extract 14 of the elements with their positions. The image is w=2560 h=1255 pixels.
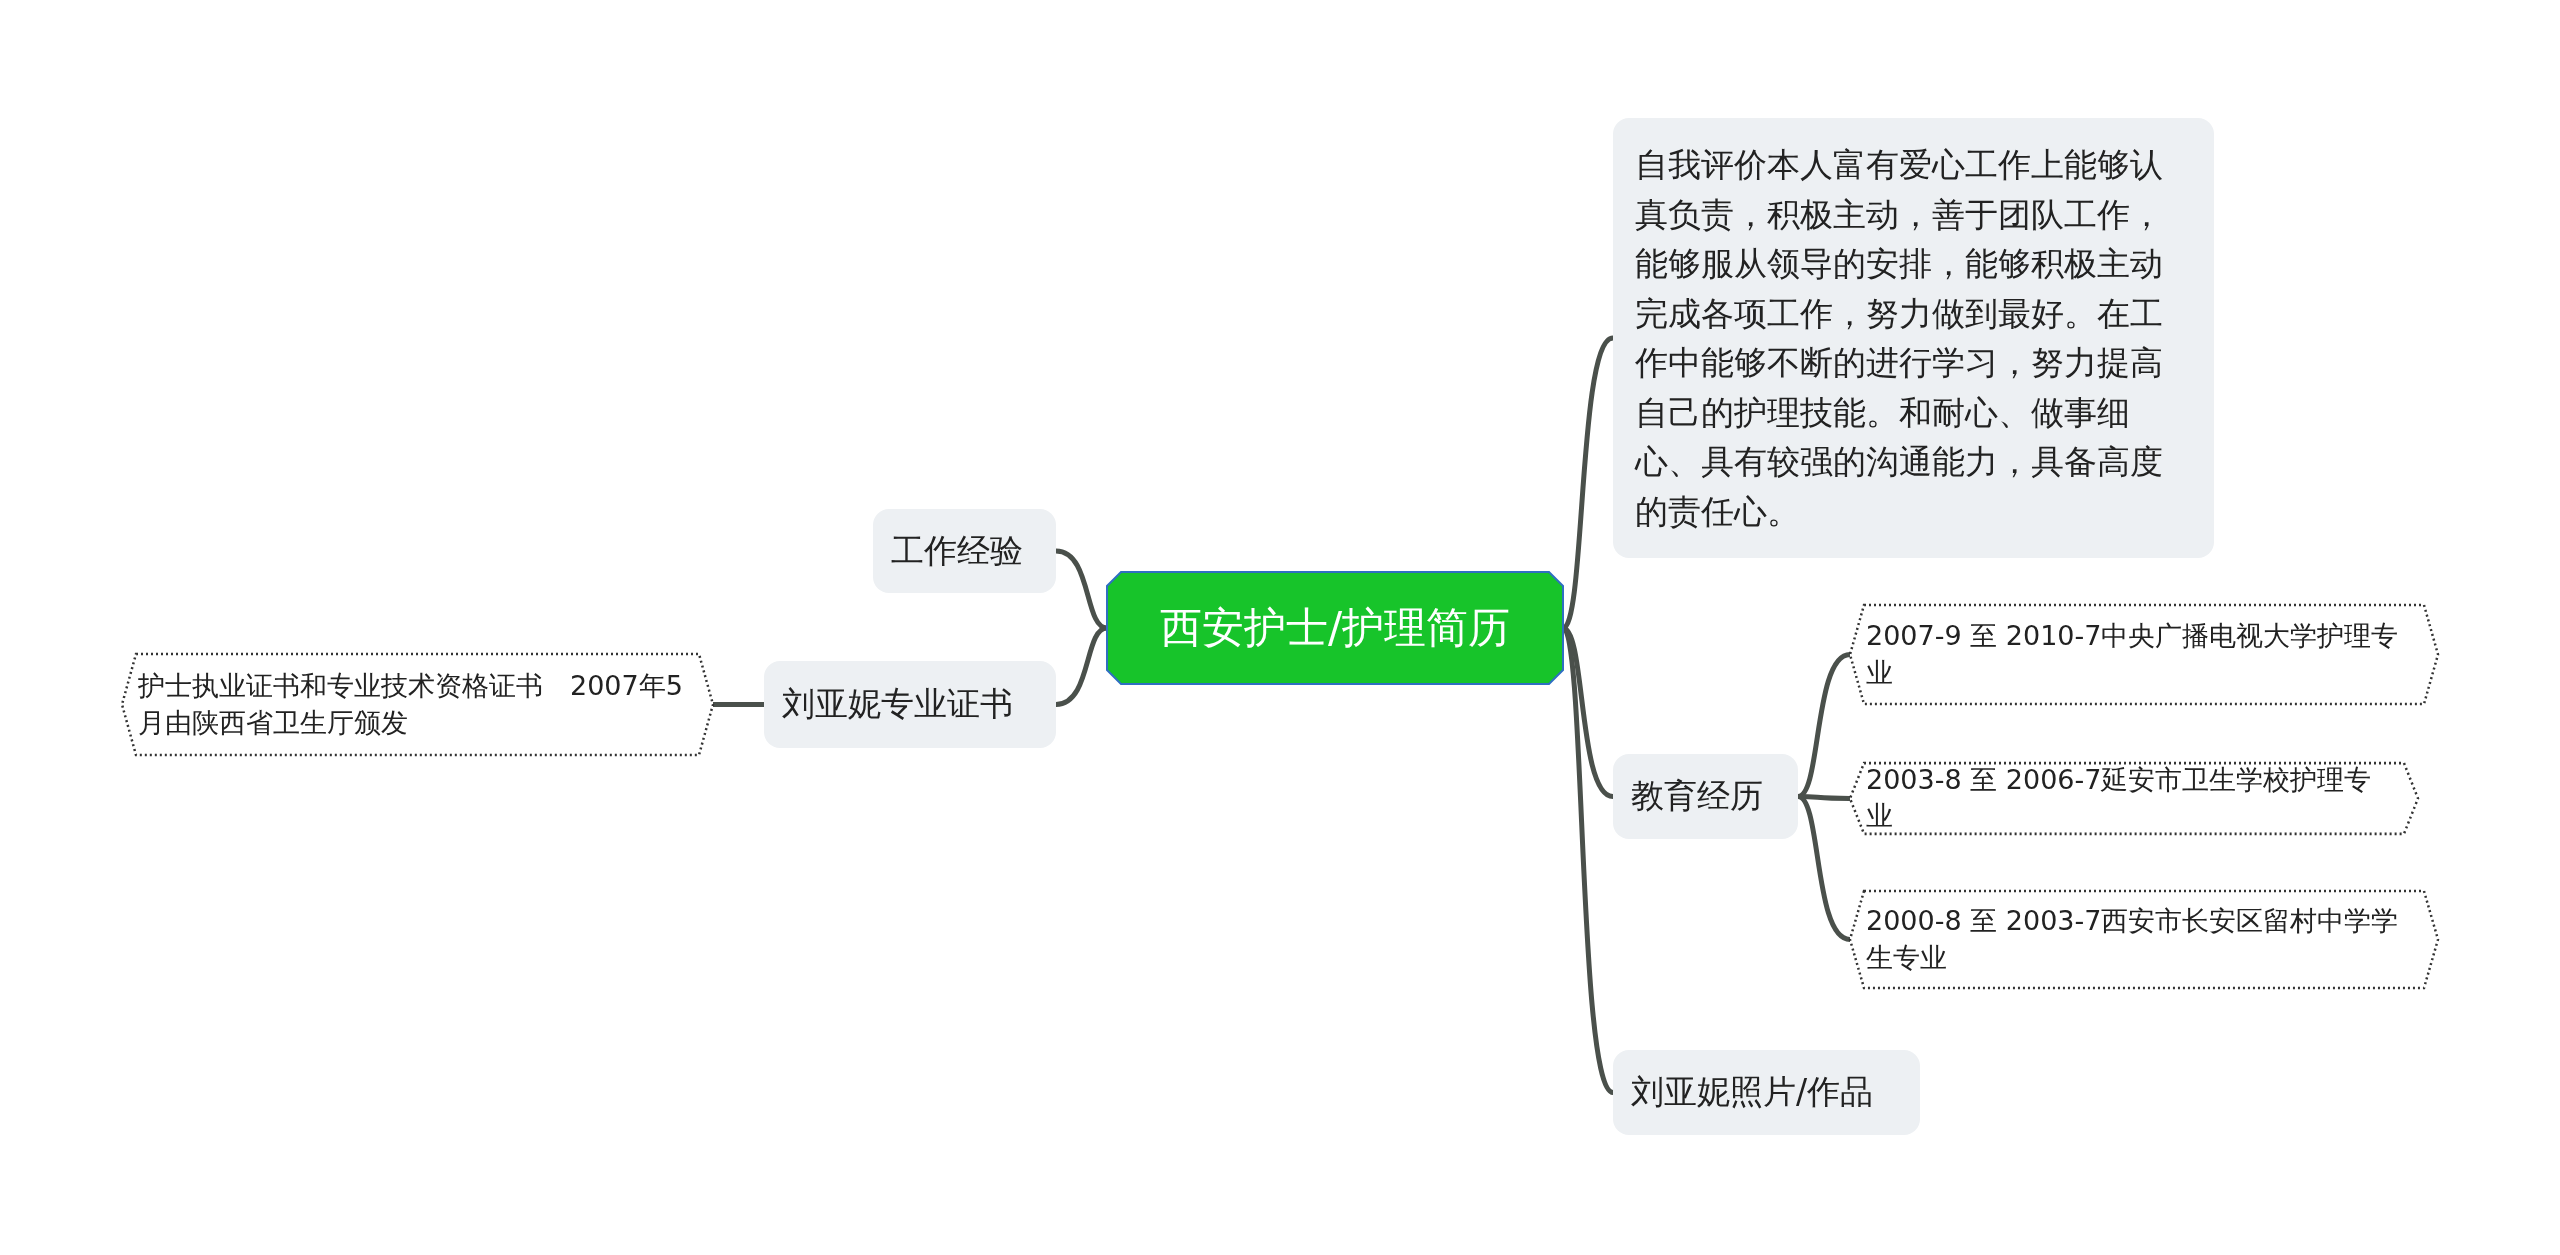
connector-line [713, 702, 764, 707]
subtopic-box: 2003-8 至 2006-7延安市卫生学校护理专业 [1850, 762, 2418, 835]
topic-box: 刘亚妮照片/作品 [1613, 1050, 1920, 1135]
text-box: 自我评价本人富有爱心工作上能够认真负责，积极主动，善于团队工作，能够服从领导的安排，能够积极主动完成各项工作，努力做到最好。在工作中能够不断的进行学习，努力提高自己的护理技能。和耐心、做事细心、具有较强的沟通能力，具备高度的责任心。 [1613, 118, 2214, 558]
central-topic-box: 西安护士/护理简历 [1107, 572, 1563, 684]
connector-line [1055, 625, 1108, 707]
connector-line [1055, 548, 1108, 631]
subtopic-box: 2000-8 至 2003-7西安市长安区留村中学学生专业 [1850, 890, 2438, 989]
connector-line [1561, 335, 1615, 630]
topic-box: 工作经验 [873, 509, 1056, 593]
subtopic-box: 护士执业证书和专业技术资格证书 2007年5月由陕西省卫生厅颁发 [122, 653, 713, 756]
topic-box: 教育经历 [1613, 754, 1798, 839]
topic-box: 刘亚妮专业证书 [764, 661, 1056, 748]
subtopic-box: 2007-9 至 2010-7中央广播电视大学护理专业 [1850, 604, 2438, 705]
